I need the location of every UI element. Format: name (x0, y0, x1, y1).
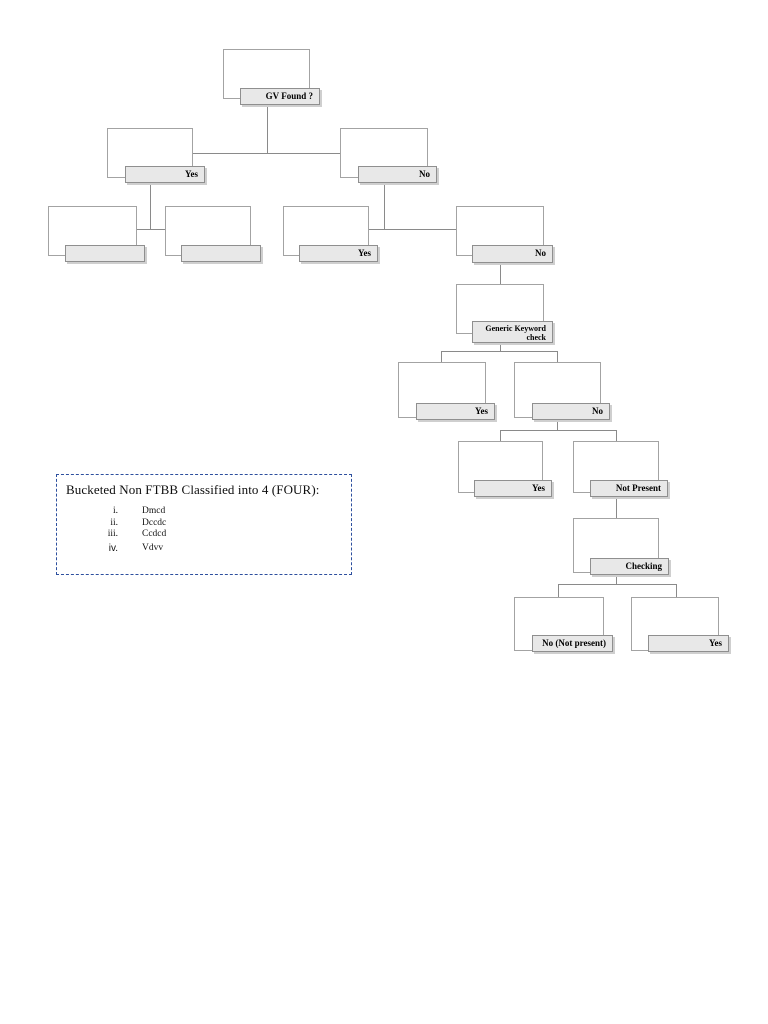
note-item-text: Vdvv (142, 543, 164, 553)
label-gk-no: No (532, 403, 610, 420)
label-check-no: No (Not present) (532, 635, 613, 652)
connector (384, 183, 385, 229)
label-checking: Checking (590, 558, 669, 575)
label-gv-found: GV Found ? (240, 88, 320, 105)
connector (369, 229, 456, 230)
connector (267, 105, 268, 153)
connector (676, 584, 677, 597)
note-item-numeral: iv. (108, 543, 118, 554)
note-title: Bucketed Non FTBB Classified into 4 (FOU… (66, 482, 320, 497)
connector (137, 229, 165, 230)
connector (500, 430, 617, 431)
note-item-numeral: iii. (107, 529, 118, 539)
note-box: Bucketed Non FTBB Classified into 4 (FOU… (56, 474, 352, 575)
note-item: ii. Dccdc (66, 518, 343, 529)
connector (441, 351, 558, 352)
label-gkno-notpresent: Not Present (590, 480, 668, 497)
connector (557, 420, 558, 430)
note-item-numeral: ii. (110, 517, 118, 528)
note-item-text: Dccdc (142, 517, 167, 528)
note-list: i. Dmcd ii. Dccdc iii. Ccdcd iv. Vdvv (66, 506, 343, 554)
connector (500, 343, 501, 351)
note-item: iii. Ccdcd (66, 529, 343, 540)
label-gk-yes: Yes (416, 403, 495, 420)
note-item: i. Dmcd (66, 506, 343, 517)
note-item: iv. Vdvv (66, 543, 343, 554)
connector (500, 263, 501, 284)
note-item-numeral: i. (112, 506, 118, 516)
connector (558, 584, 677, 585)
label-gv-no: No (358, 166, 437, 183)
label-check-yes: Yes (648, 635, 729, 652)
label-yes-child-right (181, 245, 261, 262)
connector (500, 430, 501, 441)
label-no-yes: Yes (299, 245, 378, 262)
connector (557, 351, 558, 362)
note-item-text: Dmcd (142, 506, 166, 516)
connector (193, 153, 340, 154)
label-gkno-yes: Yes (474, 480, 552, 497)
label-generic-check: Generic Keyword check (472, 321, 553, 343)
connector (441, 351, 442, 362)
connector (616, 497, 617, 518)
label-gv-yes: Yes (125, 166, 205, 183)
label-no-no: No (472, 245, 553, 263)
connector (616, 575, 617, 584)
connector (150, 183, 151, 229)
note-item-text: Ccdcd (142, 529, 167, 539)
connector (558, 584, 559, 597)
connector (616, 430, 617, 441)
label-yes-child-left (65, 245, 145, 262)
